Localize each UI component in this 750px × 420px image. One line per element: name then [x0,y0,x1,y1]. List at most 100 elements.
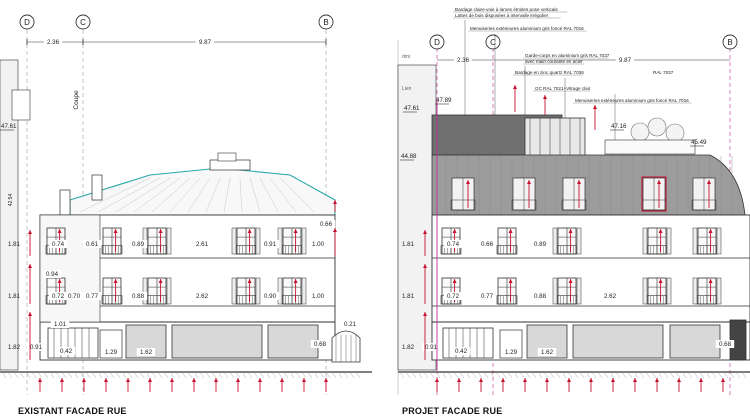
dimension-arrowhead [280,378,284,382]
shop-window-2 [171,324,263,359]
ground-hatch [525,371,531,379]
dimension-bg [192,292,212,300]
dim-small-0: 0.94 [42,270,62,278]
ground-hatch [399,371,405,379]
ground-hatch [657,371,663,379]
grid-label-d: D [24,18,30,27]
dimension-text: 0.88 [534,293,547,300]
window-floor2-2 [552,277,582,305]
dimension-text: 0.66 [320,221,333,228]
ground-hatch [349,371,355,379]
shop-window-2 [572,324,664,359]
dim-floor2-3: 2.62 [600,292,620,300]
dimension-arrowhead [28,264,32,268]
roof-hatch [79,177,151,213]
ground-hatch [507,371,513,379]
ground-hatch [483,371,489,379]
ground-hatch [741,371,747,379]
railing [511,199,537,211]
dim-ground-2: 1.29 [501,348,521,356]
dimension-arrowhead [38,378,42,382]
ground-hatch [181,371,187,379]
level-mark: 44.88 [400,153,417,161]
shutter-left [231,227,237,255]
ground-hatch [283,371,289,379]
ground-hatch [531,371,537,379]
dimension-arrowhead [513,85,517,89]
chimney [91,174,103,201]
ground-hatch [91,371,97,379]
shutter-right [166,227,172,255]
dimension-arrowhead [57,229,62,233]
window-floor2-4 [277,277,307,305]
ground-hatch [669,371,675,379]
ground-hatch [687,371,693,379]
dimension-bg [477,292,497,300]
ground-hatch [717,371,723,379]
ground-hatch [555,371,561,379]
ground-hatch [103,371,109,379]
dimension-text: 1.62 [541,349,554,356]
ground-hatch [253,371,259,379]
level-text: 45.49 [691,139,707,146]
window-floor2-0 [440,277,462,305]
window-floor2-1 [101,277,123,305]
dim-floor1-4: 0.91 [260,240,280,248]
dimension-arrowhead [611,378,615,382]
level-text: 47.16 [611,123,627,130]
ground-hatch [597,371,603,379]
dimension-arrowhead [258,378,262,382]
dim-floor2-3: 0.88 [128,292,148,300]
ground-hatch [133,371,139,379]
dimension-arrowhead [568,229,573,233]
dim-ground-5: 0.21 [340,320,360,328]
terrace-railing [604,139,696,155]
dimension-bg [48,292,68,300]
dimension-bg [600,292,620,300]
dimension-bg [101,348,121,356]
dim-ground-0: 0.91 [421,343,441,351]
dimension-bg [530,292,550,300]
existing-roof [59,152,336,216]
dimension-text: 0.91 [425,344,438,351]
dimension-bg [316,220,336,228]
dimension-text: 2.62 [604,293,617,300]
dimension-arrowhead [158,279,163,283]
dim-floor1-1: 0.61 [82,240,102,248]
ground-hatch [573,371,579,379]
dimension-arrowhead [466,180,470,184]
ground-hatch [307,371,313,379]
project-elevation-title: PROJET FACADE RUE [402,406,503,416]
dimension-bg [128,240,148,248]
dimension-bg [48,240,68,248]
terrace-tree-1 [647,117,667,137]
dimension-arrowhead [708,229,713,233]
window-floor1-1 [101,227,123,255]
ground-hatch [579,371,585,379]
shutter-left [642,227,648,255]
dim-small-2: 0.66 [316,220,336,228]
ground-hatch [235,371,241,379]
shutter-right [576,277,582,305]
dimension-bg [56,347,76,355]
ground-hatch [417,371,423,379]
dimension-arrowhead [148,378,152,382]
level-left-3: 1.82 [8,344,21,351]
dimension-text: 0.66 [481,241,494,248]
dimension-bg [421,343,441,351]
dim-floor2-5: 0.90 [260,292,280,300]
top-dim-2: 9.87 [615,56,635,64]
ground-hatch [501,371,507,379]
ground-hatch [355,371,361,379]
dimension-arrowhead [236,378,240,382]
shutter-left [692,227,698,255]
ground-hatch [663,371,669,379]
dimension-bg [50,320,70,328]
dimension-text: 0.74 [52,241,65,248]
ground-hatch [1,371,7,379]
ground-hatch [465,371,471,379]
neighbour-left [0,59,19,371]
ground-hatch [519,371,525,379]
dimension-arrowhead [423,312,427,316]
